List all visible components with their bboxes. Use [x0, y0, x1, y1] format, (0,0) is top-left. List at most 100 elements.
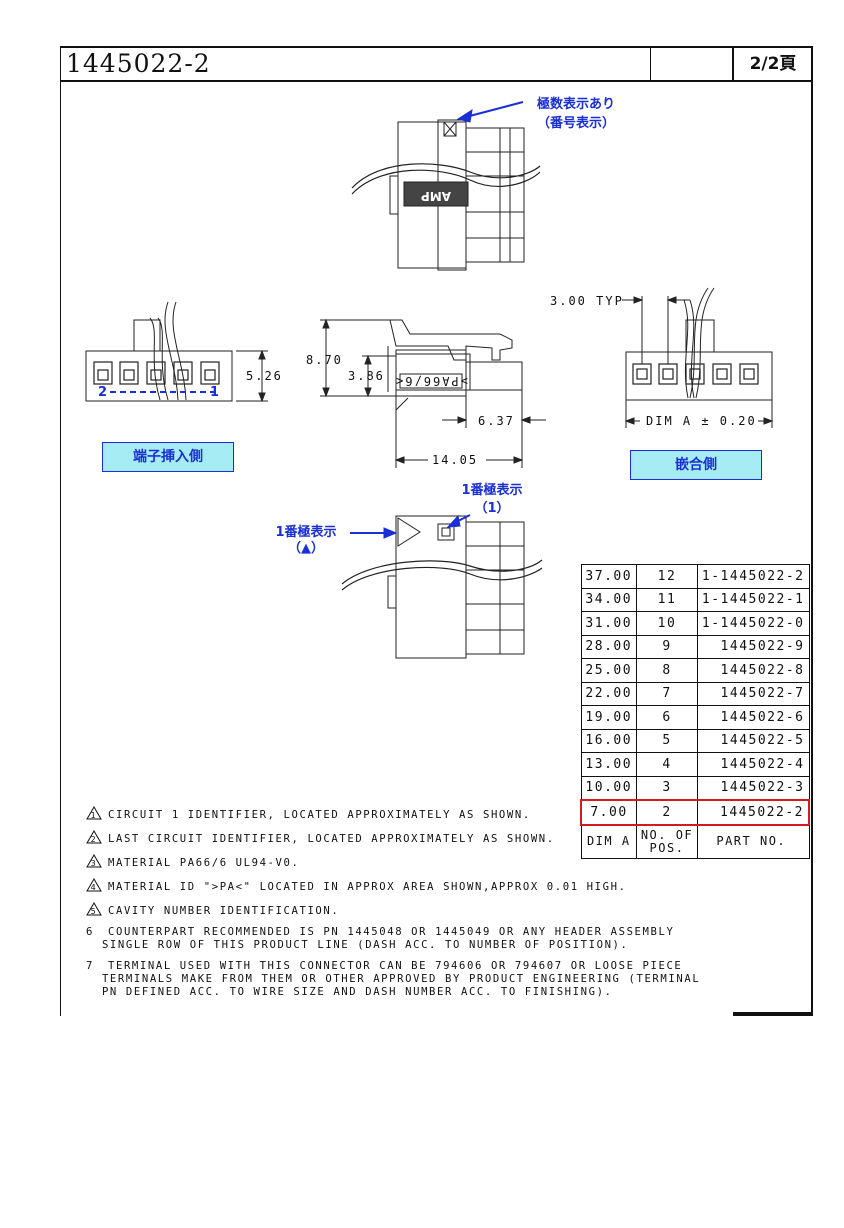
note-triangle-icon: 3	[86, 854, 102, 868]
positions-cell: 3	[636, 775, 698, 801]
positions-cell: 6	[636, 705, 698, 730]
note-item: 3 MATERIAL PA66/6 UL94-V0.	[86, 854, 700, 870]
dim-height-left: 5.26	[246, 369, 283, 383]
top-view: AMP 極数表示あり （番号表示）	[351, 96, 615, 271]
wire-insertion-view: 2 1 5.26	[85, 301, 283, 403]
dim-depth-inner: 6.37	[478, 414, 515, 428]
positions-cell: 5	[636, 728, 698, 753]
note-text: TERMINAL USED WITH THIS CONNECTOR CAN BE…	[101, 960, 701, 998]
part-number-cell: 1445022-5	[697, 728, 810, 753]
note-item: 4 MATERIAL ID ">PA<" LOCATED IN APPROX AR…	[86, 878, 700, 894]
part-number-cell: 1445022-8	[697, 658, 810, 683]
positions-cell: 11	[636, 587, 698, 612]
part-number-cell: 1445022-4	[697, 752, 810, 777]
mating-side-view: 3.00 TYP DIM A ± 0.20	[550, 287, 774, 428]
note-text: CIRCUIT 1 IDENTIFIER, LOCATED APPROXIMAT…	[108, 809, 531, 821]
note-text: LAST CIRCUIT IDENTIFIER, LOCATED APPROXI…	[108, 833, 555, 845]
part-number-cell: 1445022-3	[697, 775, 810, 801]
side-section-view: >PA66/6< 8.70 3.86 6.37 14.05	[306, 318, 546, 468]
note-item: 6 COUNTERPART RECOMMENDED IS PN 1445048 O…	[86, 926, 700, 952]
positions-cell: 12	[636, 564, 698, 589]
part-number-cell: 1445022-2	[697, 799, 810, 826]
note-text: MATERIAL PA66/6 UL94-V0.	[108, 857, 300, 869]
dim-a-cell: 7.00	[580, 799, 637, 826]
part-number-cell: 1445022-6	[697, 705, 810, 730]
pin1-callout-left-line2: （▲）	[288, 540, 324, 556]
frame-bottom-mark	[733, 1012, 812, 1016]
drawing-frame	[60, 46, 813, 1016]
part-number-cell: 1-1445022-2	[697, 564, 810, 589]
header-positions-line1: NO. OF	[640, 827, 694, 842]
part-number-cell: 1-1445022-0	[697, 611, 810, 636]
amp-brand-mark: AMP	[421, 189, 451, 203]
dim-height-inner: 3.86	[348, 369, 385, 383]
note-triangle-icon: 4	[86, 878, 102, 892]
page-indicator: 2/2頁	[732, 46, 812, 80]
dim-pitch: 3.00 TYP	[550, 294, 624, 308]
note-text: COUNTERPART RECOMMENDED IS PN 1445048 OR…	[101, 926, 675, 951]
part-number-title: 1445022-2	[66, 49, 211, 78]
dim-a-cell: 31.00	[580, 611, 637, 636]
title-block-empty-cell	[650, 46, 733, 80]
positions-cell: 8	[636, 658, 698, 683]
note-triangle-icon: 2	[86, 830, 102, 844]
header-dim-a: DIM A	[580, 824, 637, 859]
note-item: 7 TERMINAL USED WITH THIS CONNECTOR CAN B…	[86, 960, 700, 999]
svg-text:5: 5	[91, 907, 98, 916]
note-triangle-icon: 5	[86, 902, 102, 916]
title-block: 1445022-2 2/2頁	[60, 46, 812, 82]
bottom-view: 1番極表示 （1） 1番極表示 （▲）	[275, 482, 543, 659]
dim-height-total: 8.70	[306, 353, 343, 367]
dim-a-cell: 10.00	[580, 775, 637, 801]
dim-a-cell: 34.00	[580, 587, 637, 612]
positions-cell: 7	[636, 681, 698, 706]
note-triangle-icon: 1	[86, 806, 102, 820]
cavity-end-label: 1	[210, 385, 219, 400]
part-number-cell: 1-1445022-1	[697, 587, 810, 612]
dim-a-cell: 22.00	[580, 681, 637, 706]
positions-cell: 2	[636, 799, 698, 826]
note-item: 1 CIRCUIT 1 IDENTIFIER, LOCATED APPROXIMA…	[86, 806, 700, 822]
svg-text:4: 4	[91, 883, 98, 892]
notes-list: 1 CIRCUIT 1 IDENTIFIER, LOCATED APPROXIMA…	[86, 806, 700, 1007]
dim-a-cell: 25.00	[580, 658, 637, 683]
pin1-callout-top-line2: （1）	[474, 500, 509, 516]
note-number: 7	[86, 960, 94, 972]
pin1-callout-left-line1: 1番極表示	[275, 524, 336, 540]
dim-a-cell: 13.00	[580, 752, 637, 777]
note-text: CAVITY NUMBER IDENTIFICATION.	[108, 905, 340, 917]
svg-text:3: 3	[91, 859, 98, 868]
note-text: MATERIAL ID ">PA<" LOCATED IN APPROX ARE…	[108, 881, 627, 893]
header-positions-line2: POS.	[649, 840, 685, 855]
positions-cell: 10	[636, 611, 698, 636]
callout-pin-number-line2: （番号表示）	[537, 115, 615, 131]
note-number: 6	[86, 926, 94, 938]
dim-a-cell: 16.00	[580, 728, 637, 753]
dim-depth-total: 14.05	[432, 453, 478, 467]
note-item: 2 LAST CIRCUIT IDENTIFIER, LOCATED APPROX…	[86, 830, 700, 846]
cavity-start-label: 2	[98, 385, 107, 400]
svg-text:1: 1	[91, 811, 98, 820]
part-number-cell: 1445022-7	[697, 681, 810, 706]
positions-cell: 4	[636, 752, 698, 777]
label-mating-side: 嵌合側	[630, 450, 762, 480]
dim-a-label: DIM A ± 0.20	[646, 414, 757, 428]
pin1-callout-top-line1: 1番極表示	[461, 482, 522, 498]
callout-pin-number-line1: 極数表示あり	[536, 96, 615, 112]
dim-a-cell: 37.00	[580, 564, 637, 589]
label-wire-insertion-side: 端子挿入側	[102, 442, 234, 472]
dim-a-cell: 19.00	[580, 705, 637, 730]
